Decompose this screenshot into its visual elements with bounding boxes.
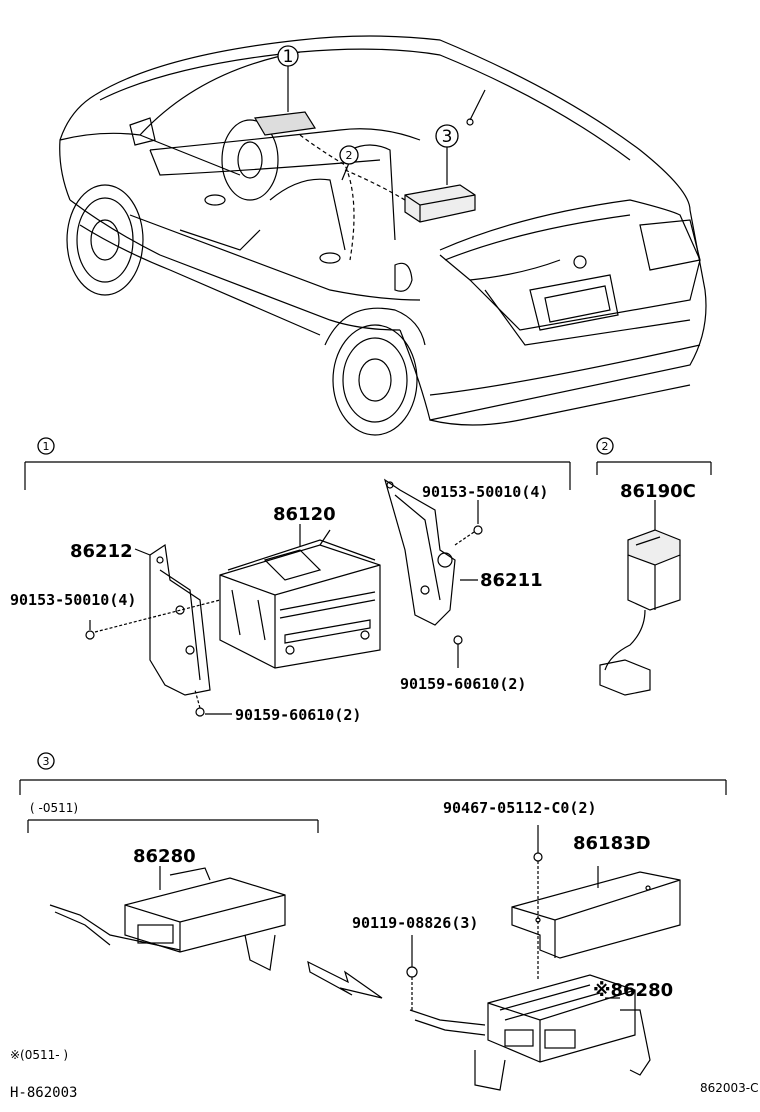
part-label-90159-right: 90159-60610(2) bbox=[400, 675, 526, 693]
callout-circles bbox=[37, 45, 614, 770]
callout-1-section: 1 bbox=[43, 440, 50, 453]
arrow-icon bbox=[307, 960, 383, 999]
callout-3-section: 3 bbox=[43, 755, 50, 768]
amplifier-86280-left bbox=[49, 866, 286, 971]
bracket-86212 bbox=[134, 543, 211, 696]
part-label-86280-right: ※86280 bbox=[593, 980, 673, 1001]
part-label-86211: 86211 bbox=[480, 570, 543, 591]
range-note-from: ※(0511- ) bbox=[10, 1048, 68, 1062]
screws-section-1 bbox=[85, 500, 483, 717]
callout-2-top: 2 bbox=[346, 149, 353, 162]
callout-2-section: 2 bbox=[602, 440, 609, 453]
callout-3-top: 3 bbox=[442, 127, 453, 147]
callout-1-top: 1 bbox=[283, 47, 294, 67]
cover-86183D bbox=[511, 866, 681, 959]
part-label-86212: 86212 bbox=[70, 541, 133, 562]
part-label-90119: 90119-08826(3) bbox=[352, 914, 478, 932]
part-label-90467: 90467-05112-C0(2) bbox=[443, 799, 597, 817]
figure-code: 862003-C bbox=[700, 1081, 759, 1095]
part-label-90153-left: 90153-50010(4) bbox=[10, 591, 136, 609]
part-label-86120: 86120 bbox=[273, 504, 336, 525]
part-label-86190C: 86190C bbox=[620, 481, 696, 502]
bracket-86211 bbox=[383, 478, 478, 626]
part-label-90159-left: 90159-60610(2) bbox=[235, 706, 361, 724]
car-illustration bbox=[59, 35, 707, 436]
radio-receiver-86120 bbox=[219, 529, 381, 669]
amplifier-86280-right bbox=[409, 974, 651, 1091]
part-label-86280-left: 86280 bbox=[133, 846, 196, 867]
range-note-upto: ( -0511) bbox=[30, 801, 78, 815]
diagram-id: H-862003 bbox=[10, 1085, 77, 1101]
switch-86190C bbox=[599, 500, 681, 696]
part-label-90153-right: 90153-50010(4) bbox=[422, 483, 548, 501]
part-label-86183D: 86183D bbox=[573, 833, 651, 854]
